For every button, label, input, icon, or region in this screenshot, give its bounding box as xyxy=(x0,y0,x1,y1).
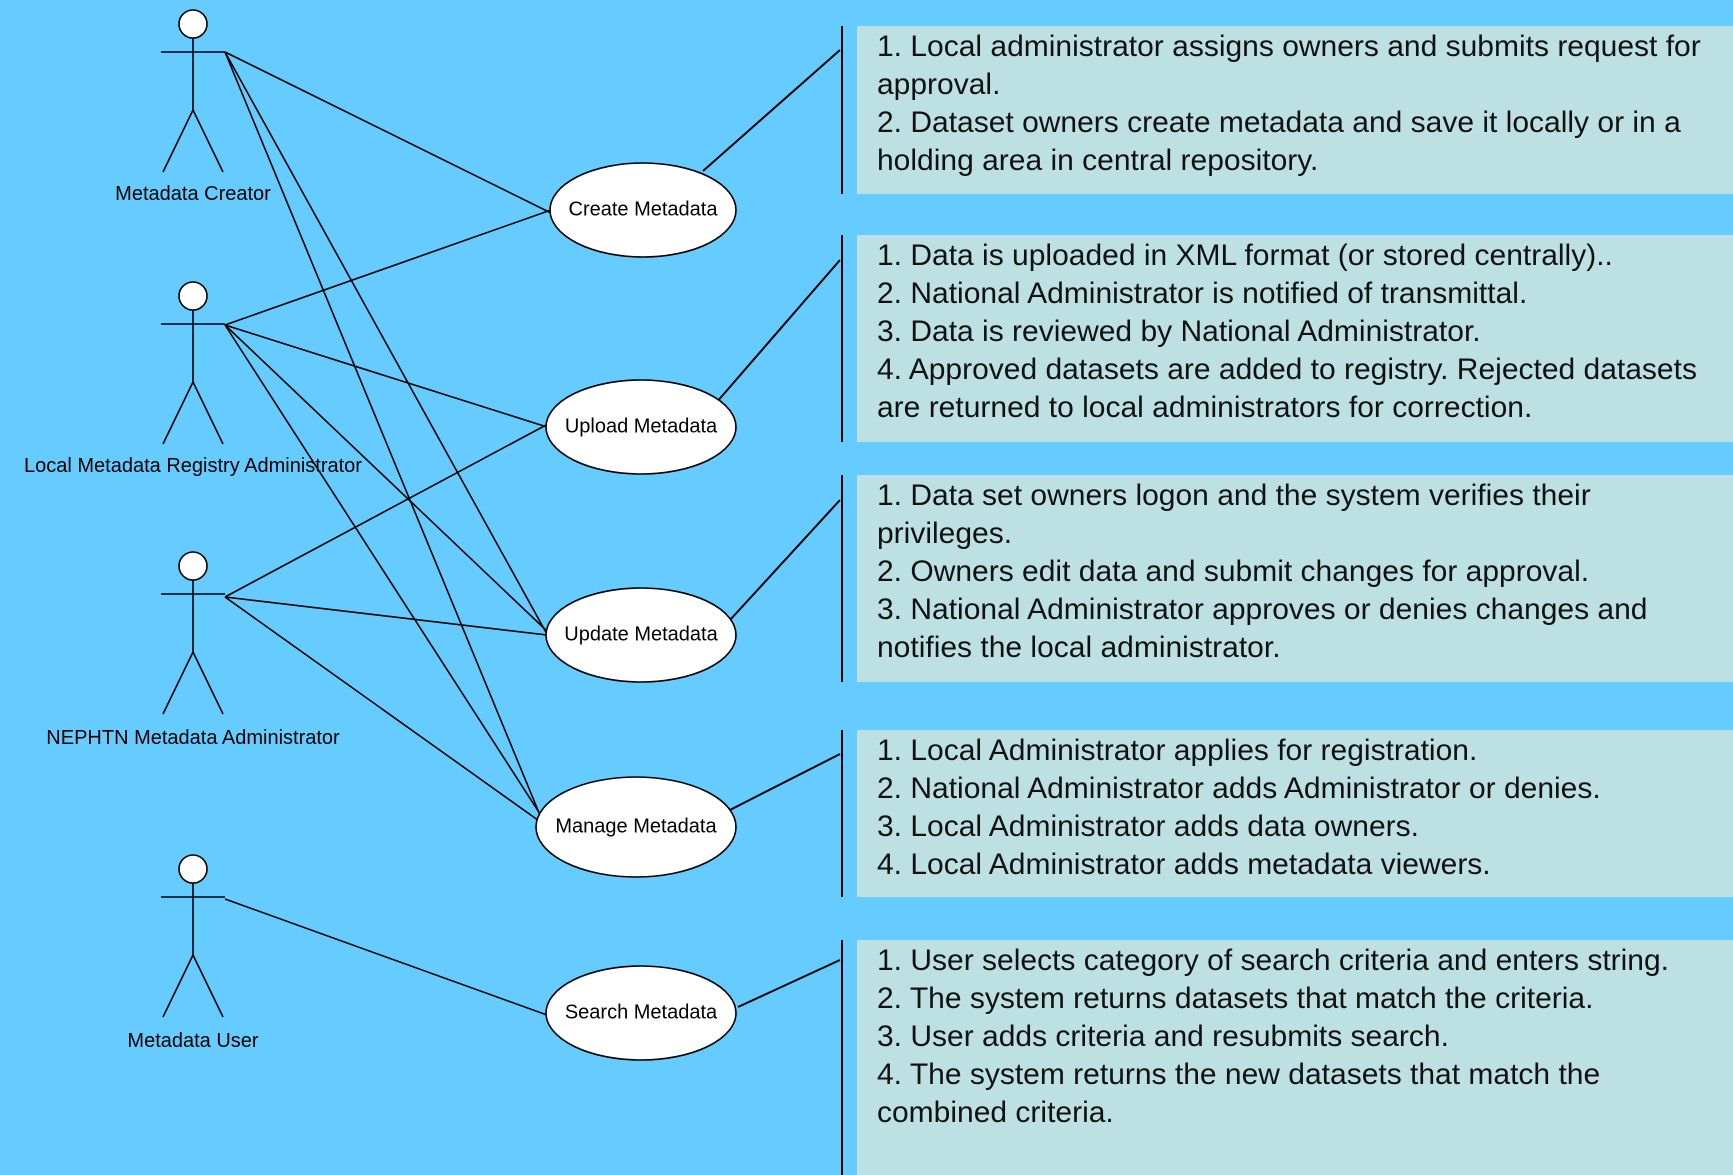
use-case-label: Upload Metadata xyxy=(564,415,718,438)
note-step: 2. Owners edit data and submit changes f… xyxy=(877,555,1590,588)
note-step: 1. Data is uploaded in XML format (or st… xyxy=(877,239,1613,272)
note-connector-search xyxy=(737,959,841,1008)
use-case-label: Manage Metadata xyxy=(555,815,717,838)
actor-head xyxy=(178,854,208,884)
use-case-search xyxy=(545,965,737,1061)
note-step: 1. User selects category of search crite… xyxy=(877,944,1670,977)
actor-label: NEPHTN Metadata Administrator xyxy=(46,727,340,749)
actor-local-admin xyxy=(161,281,225,445)
note-connector-create xyxy=(702,49,841,172)
note-step: 4. Approved datasets are added to regist… xyxy=(877,353,1697,424)
use-case-manage xyxy=(535,776,737,878)
actor-label: Local Metadata Registry Administrator xyxy=(24,455,362,477)
use-case-update xyxy=(545,587,737,683)
actor-creator xyxy=(161,9,225,173)
note-step: 1. Data set owners logon and the system … xyxy=(877,479,1591,550)
note-step: 3. Data is reviewed by National Administ… xyxy=(877,315,1481,348)
note-search: 1. User selects category of search crite… xyxy=(857,940,1733,1175)
association-nephtn-admin-upload xyxy=(224,423,549,598)
note-connector-upload xyxy=(715,259,841,404)
actor-head xyxy=(178,281,208,311)
note-connector-manage xyxy=(725,753,841,813)
use-case-label: Update Metadata xyxy=(564,623,718,646)
note-step: 4. The system returns the new datasets t… xyxy=(877,1058,1601,1129)
note-step: 2. National Administrator is notified of… xyxy=(877,277,1528,310)
note-step: 4. Local Administrator adds metadata vie… xyxy=(877,848,1491,881)
association-creator-update xyxy=(224,51,549,637)
actor-nephtn-admin xyxy=(161,551,225,715)
actor-label: Metadata User xyxy=(127,1030,259,1052)
association-nephtn-admin-manage xyxy=(224,596,543,824)
note-connector-update xyxy=(729,499,841,621)
association-local-admin-manage xyxy=(224,324,543,818)
note-step: 2. Dataset owners create metadata and sa… xyxy=(877,106,1681,177)
association-local-admin-create xyxy=(224,209,552,326)
actor-head xyxy=(178,9,208,39)
note-step: 3. Local Administrator adds data owners. xyxy=(877,810,1419,843)
association-user-search xyxy=(224,898,548,1016)
use-case-label: Create Metadata xyxy=(568,198,718,221)
use-case-create xyxy=(549,162,737,258)
association-nephtn-admin-update xyxy=(224,596,548,636)
note-step: 1. Local Administrator applies for regis… xyxy=(877,734,1478,767)
actor-user xyxy=(161,854,225,1018)
association-local-admin-update xyxy=(224,324,549,633)
note-manage: 1. Local Administrator applies for regis… xyxy=(857,730,1733,897)
use-case-label: Search Metadata xyxy=(564,1001,718,1024)
note-upload: 1. Data is uploaded in XML format (or st… xyxy=(857,235,1733,442)
actor-label: Metadata Creator xyxy=(115,183,271,205)
use-case-upload xyxy=(545,379,737,475)
note-step: 2. The system returns datasets that matc… xyxy=(877,982,1594,1015)
actor-head xyxy=(178,551,208,581)
note-step: 3. National Administrator approves or de… xyxy=(877,593,1648,664)
note-create: 1. Local administrator assigns owners an… xyxy=(857,26,1733,194)
note-update: 1. Data set owners logon and the system … xyxy=(857,475,1733,682)
association-local-admin-upload xyxy=(224,324,548,428)
note-step: 3. User adds criteria and resubmits sear… xyxy=(877,1020,1449,1053)
association-creator-create xyxy=(224,51,552,214)
note-step: 1. Local administrator assigns owners an… xyxy=(877,30,1701,101)
association-creator-manage xyxy=(224,51,543,821)
note-step: 2. National Administrator adds Administr… xyxy=(877,772,1601,805)
